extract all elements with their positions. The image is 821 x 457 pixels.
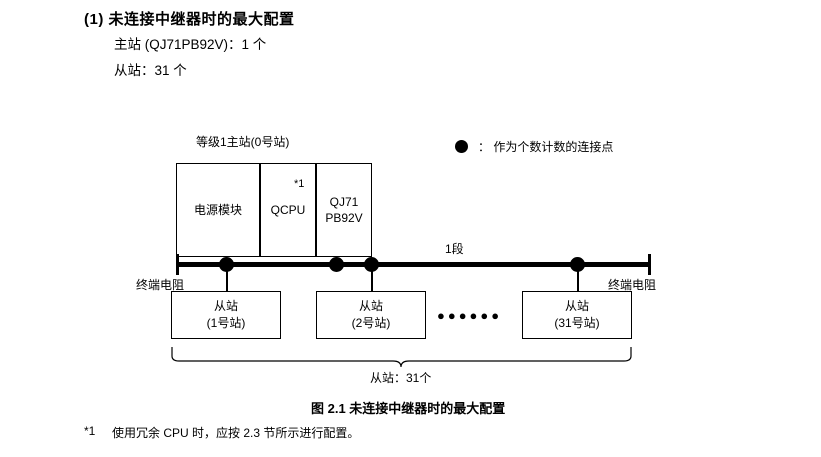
connection-point-dot	[364, 257, 379, 272]
footnote-marker: *1	[84, 424, 96, 438]
footnote-ref-star1: *1	[294, 178, 305, 190]
section-heading: (1) 未连接中继器时的最大配置	[84, 11, 295, 28]
slave-drop-line	[226, 267, 228, 291]
terminator-left-cap	[176, 254, 179, 275]
master-station-title: 等级1主站(0号站)	[196, 135, 290, 149]
slave-station-box: 从站 (1号站)	[171, 291, 281, 339]
bus-trunk-line	[176, 262, 651, 267]
pb92v-line2: PB92V	[325, 211, 363, 225]
slave-drop-line	[371, 267, 373, 291]
terminator-right-cap	[648, 254, 651, 275]
continuation-dots: ●●●●●●	[437, 308, 503, 323]
slave-station-number: (1号站)	[206, 316, 246, 330]
slave-station-name: 从站	[358, 298, 383, 313]
slave-count-brace	[171, 347, 632, 367]
legend-label: ： 作为个数计数的连接点	[478, 140, 614, 154]
slave-station-name: 从站	[564, 298, 589, 313]
spec-slave-line: 从站：31 个	[114, 63, 187, 78]
slave-station-number: (31号站)	[554, 316, 600, 330]
qcpu-box: QCPU	[260, 163, 316, 257]
slave-total-label: 从站：31个	[370, 371, 432, 385]
footnote-text: 使用冗余 CPU 时，应按 2.3 节所示进行配置。	[112, 426, 360, 440]
slave-station-name: 从站	[213, 298, 238, 313]
figure-caption: 图 2.1 未连接中继器时的最大配置	[311, 401, 506, 416]
pb92v-line1: QJ71	[329, 194, 359, 209]
connection-point-dot	[570, 257, 585, 272]
legend-dot-icon	[455, 140, 468, 153]
slave-station-number: (2号站)	[351, 316, 391, 330]
terminal-resistor-left-label: 终端电阻	[136, 278, 185, 292]
slave-drop-line	[577, 267, 579, 291]
slave-station-box: 从站 (2号站)	[316, 291, 426, 339]
spec-master-line: 主站 (QJ71PB92V)：1 个	[114, 37, 267, 52]
segment-count-label: 1段	[445, 242, 464, 256]
slave-station-box: 从站 (31号站)	[522, 291, 632, 339]
pb92v-module-box: QJ71 PB92V	[316, 163, 372, 257]
connection-point-dot	[219, 257, 234, 272]
connection-point-dot	[329, 257, 344, 272]
power-module-box: 电源模块	[176, 163, 260, 257]
terminal-resistor-right-label: 终端电阻	[608, 278, 657, 292]
